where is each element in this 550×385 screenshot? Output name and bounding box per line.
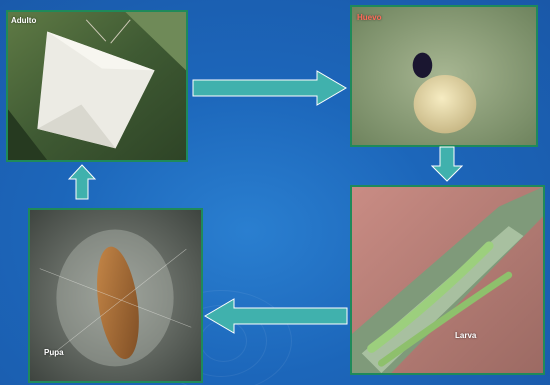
arrow-down-icon bbox=[431, 146, 463, 182]
larva-image bbox=[352, 187, 543, 373]
arrow-up-icon bbox=[68, 164, 96, 200]
moth-image bbox=[8, 12, 186, 160]
stage-label-pupa: Pupa bbox=[44, 348, 64, 357]
stage-label-adult: Adulto bbox=[11, 16, 36, 25]
stage-label-egg: Huevo bbox=[357, 13, 381, 22]
adult-moth-photo: Adulto bbox=[6, 10, 188, 162]
pupa-photo: Pupa bbox=[28, 208, 203, 383]
larva-photo: Larva bbox=[350, 185, 545, 375]
stage-label-larva: Larva bbox=[455, 331, 476, 340]
arrow-right-icon bbox=[192, 70, 347, 106]
egg-photo: Huevo bbox=[350, 5, 538, 147]
egg-image bbox=[352, 7, 536, 145]
arrow-left-icon bbox=[204, 298, 348, 334]
